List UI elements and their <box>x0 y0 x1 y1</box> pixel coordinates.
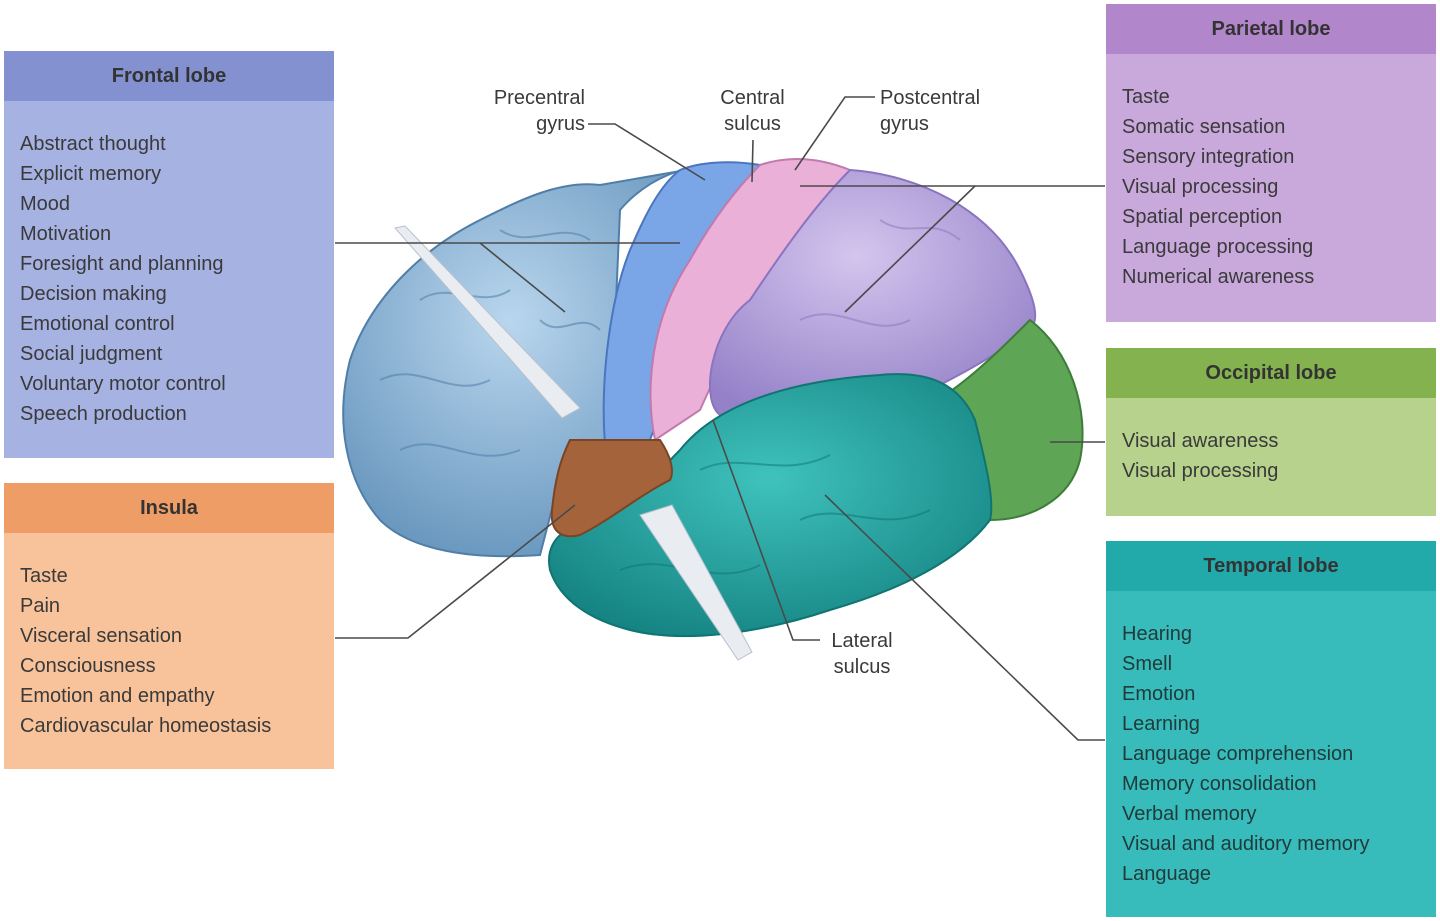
list-item: Visual processing <box>1122 460 1279 482</box>
list-item: Smell <box>1122 653 1173 675</box>
parietal-texture <box>799 219 961 327</box>
retractor-upper <box>394 225 581 419</box>
list-item: Explicit memory <box>20 163 162 185</box>
insula-title: Insula <box>4 483 334 533</box>
list-item: Emotional control <box>20 313 175 335</box>
list-item: Visual awareness <box>1122 430 1279 452</box>
list-item: Emotion and empathy <box>20 685 215 707</box>
label-line: sulcus <box>724 113 781 135</box>
parietal-lobe-title: Parietal lobe <box>1106 4 1436 54</box>
list-item: Hearing <box>1122 623 1193 645</box>
list-item: Emotion <box>1122 683 1196 705</box>
list-item: Numerical awareness <box>1122 266 1315 288</box>
list-item: Visual and auditory memory <box>1122 833 1370 855</box>
list-item: Taste <box>1122 86 1170 108</box>
list-item: Verbal memory <box>1122 803 1257 825</box>
label-line: Postcentral <box>880 87 981 109</box>
list-item: Language <box>1122 863 1211 885</box>
list-item: Somatic sensation <box>1122 116 1286 138</box>
list-item: Motivation <box>20 223 112 245</box>
frontal-lobe-panel: Frontal lobe Abstract thought Explicit m… <box>4 51 334 458</box>
occipital-lobe-panel: Occipital lobe Visual awareness Visual p… <box>1106 348 1436 516</box>
temporal-lobe-panel: Temporal lobe Hearing Smell Emotion Lear… <box>1106 541 1436 917</box>
central-sulcus-label: Central sulcus <box>705 85 800 137</box>
postcentral-gyrus-label: Postcentral gyrus <box>880 85 980 137</box>
list-item: Social judgment <box>20 343 163 365</box>
label-line: Precentral <box>493 87 585 109</box>
label-line: sulcus <box>833 656 891 678</box>
parietal-lobe-panel: Parietal lobe Taste Somatic sensation Se… <box>1106 4 1436 322</box>
label-line: gyrus <box>536 113 585 135</box>
list-item: Sensory integration <box>1122 146 1295 168</box>
temporal-lobe-region <box>548 373 993 638</box>
list-item: Language processing <box>1122 236 1314 258</box>
list-item: Pain <box>20 595 61 617</box>
leader-lines <box>335 96 1105 741</box>
occipital-lobe-title: Occipital lobe <box>1106 348 1436 398</box>
retractor-lower <box>639 504 753 661</box>
list-item: Spatial perception <box>1122 206 1283 228</box>
frontal-lobe-title: Frontal lobe <box>4 51 334 101</box>
list-item: Decision making <box>20 283 167 305</box>
label-line: Lateral <box>831 630 893 652</box>
list-item: Learning <box>1122 713 1200 735</box>
precentral-gyrus-label: Precentral gyrus <box>470 85 585 137</box>
list-item: Consciousness <box>20 655 156 677</box>
list-item: Speech production <box>20 403 187 425</box>
list-item: Visceral sensation <box>20 625 182 647</box>
label-line: Central <box>720 87 785 109</box>
list-item: Visual processing <box>1122 176 1279 198</box>
temporal-lobe-title: Temporal lobe <box>1106 541 1436 591</box>
list-item: Mood <box>20 193 71 215</box>
list-item: Voluntary motor control <box>20 373 226 395</box>
list-item: Memory consolidation <box>1122 773 1317 795</box>
insula-panel: Insula Taste Pain Visceral sensation Con… <box>4 483 334 769</box>
list-item: Foresight and planning <box>20 253 224 275</box>
list-item: Language comprehension <box>1122 743 1354 765</box>
list-item: Cardiovascular homeostasis <box>20 715 272 737</box>
lateral-sulcus-label: Lateral sulcus <box>822 628 902 680</box>
list-item: Abstract thought <box>20 133 166 155</box>
insula-region <box>550 439 673 538</box>
list-item: Taste <box>20 565 68 587</box>
label-line: gyrus <box>880 113 929 135</box>
